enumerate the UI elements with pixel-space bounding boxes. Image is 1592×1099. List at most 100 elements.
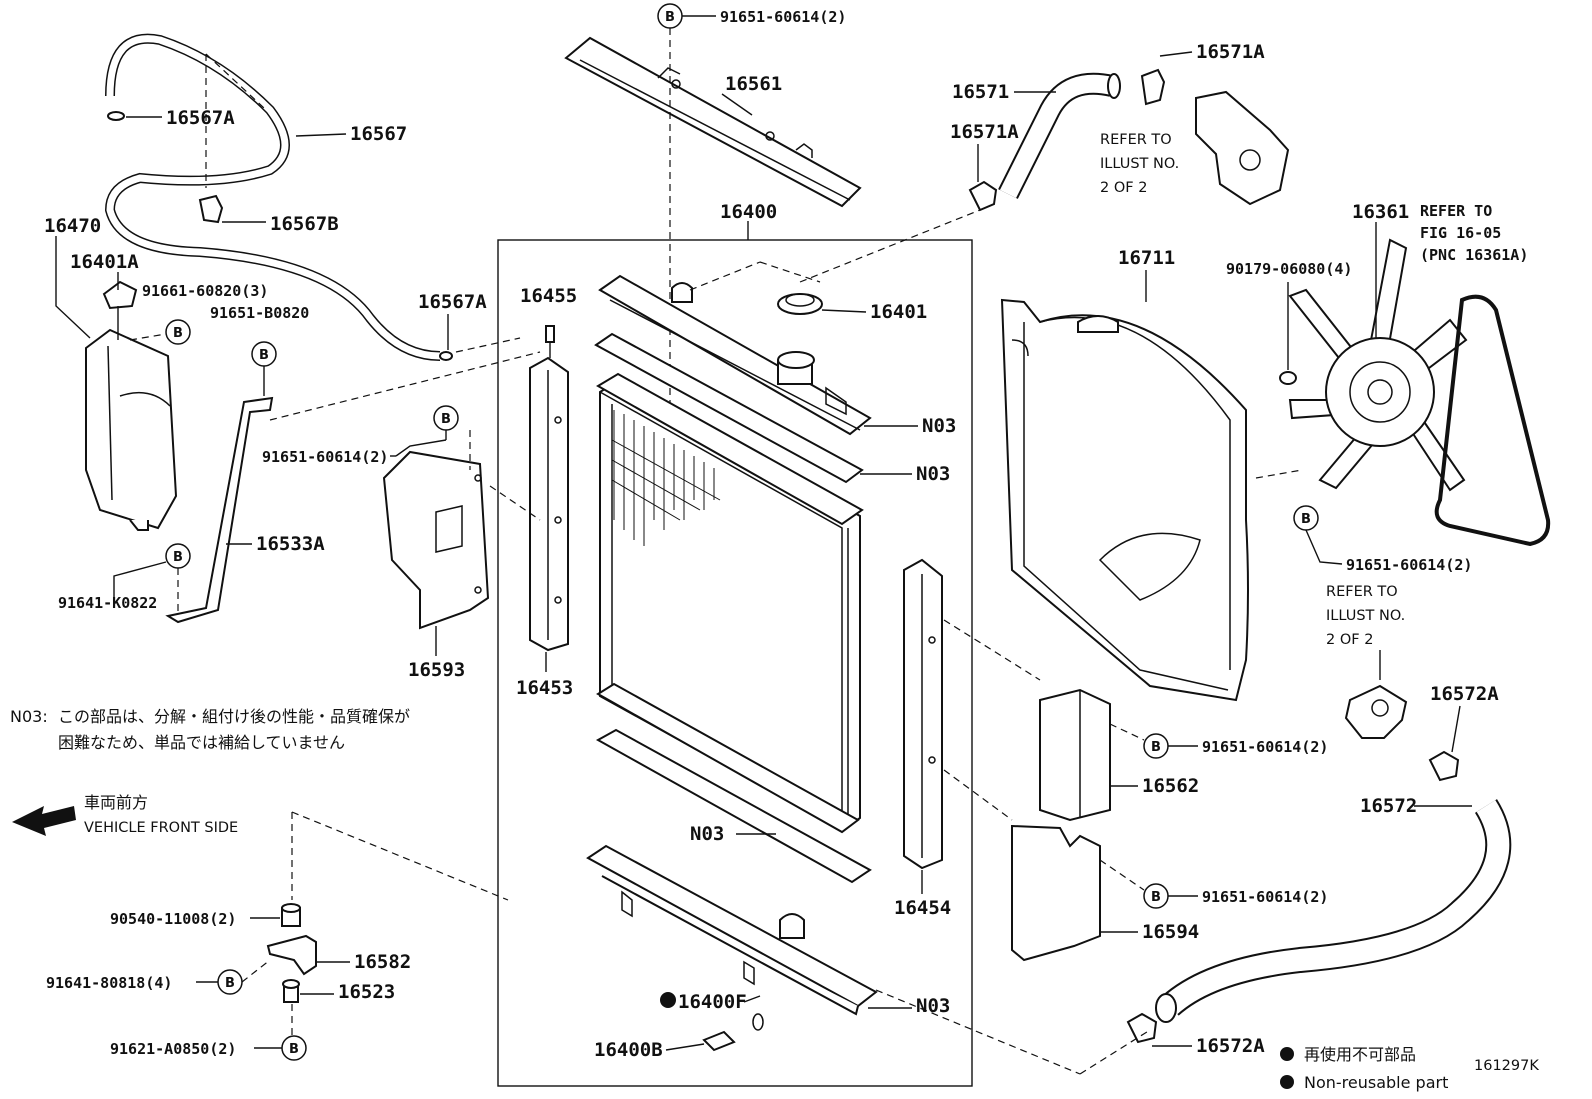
part-91661-60820[interactable]: 91661-60820(3): [142, 282, 268, 300]
part-16361[interactable]: 16361: [1352, 201, 1409, 223]
part-16572[interactable]: 16572: [1360, 795, 1417, 817]
nonreusable-dot-16400F: [660, 992, 676, 1008]
part-90179-06080[interactable]: 90179-06080(4): [1226, 260, 1352, 278]
hose-clamp-16572A-top[interactable]: [1428, 750, 1460, 782]
fan-shroud-16711[interactable]: [1000, 298, 1249, 702]
part-16401[interactable]: 16401: [870, 301, 927, 323]
bolt-16523[interactable]: [282, 979, 300, 1003]
svg-text:B: B: [1151, 890, 1161, 905]
legend-jp: 再使用不可部品: [1304, 1045, 1416, 1064]
radiator-support-16561[interactable]: [564, 36, 862, 208]
illust-no-1: ILLUST NO.: [1100, 156, 1179, 172]
side-bracket-16453[interactable]: [529, 356, 569, 652]
part-16470[interactable]: 16470: [44, 215, 101, 237]
part-91651-60614-right[interactable]: 91651-60614(2): [1346, 556, 1472, 574]
core-fins: [611, 410, 721, 546]
part-91651-60614-left[interactable]: 91651-60614(2): [262, 448, 388, 466]
direction-jp: 車両前方: [84, 793, 148, 812]
two-of-two-1: 2 OF 2: [1100, 180, 1147, 196]
side-bracket-16454[interactable]: [903, 558, 943, 870]
refer-to-2: REFER TO: [1326, 584, 1398, 600]
n03-label-1[interactable]: N03: [922, 415, 956, 437]
part-16401A[interactable]: 16401A: [70, 251, 139, 273]
note-n03-line2: 困難なため、単品では補給していません: [58, 733, 345, 752]
part-91651-B0820[interactable]: 91651-B0820: [210, 304, 309, 322]
fig-ref: FIG 16-05: [1420, 224, 1501, 242]
part-91641-K0822[interactable]: 91641-K0822: [58, 594, 157, 612]
svg-text:B: B: [665, 10, 675, 25]
part-16400F[interactable]: 16400F: [678, 991, 747, 1013]
part-16561[interactable]: 16561: [725, 73, 782, 95]
part-16400B[interactable]: 16400B: [594, 1039, 663, 1061]
part-16711[interactable]: 16711: [1118, 247, 1175, 269]
hose-clamp-16572A-bot[interactable]: [1126, 1012, 1158, 1044]
part-90540-11008[interactable]: 90540-11008(2): [110, 910, 236, 928]
n03-label-4[interactable]: N03: [916, 995, 950, 1017]
part-91651-60614-594[interactable]: 91651-60614(2): [1202, 888, 1328, 906]
part-16455[interactable]: 16455: [520, 285, 577, 307]
part-16562[interactable]: 16562: [1142, 775, 1199, 797]
bolt-symbol: B: [433, 405, 459, 431]
bracket-16582[interactable]: [266, 934, 317, 976]
seal-16562[interactable]: [1039, 688, 1111, 822]
bolt-symbol: B: [165, 543, 191, 569]
part-16593[interactable]: 16593: [408, 659, 465, 681]
bolt-symbol: B: [281, 1035, 307, 1061]
part-16582[interactable]: 16582: [354, 951, 411, 973]
part-16400[interactable]: 16400: [720, 201, 777, 223]
radiator-cap-16401[interactable]: [777, 293, 823, 315]
air-guide-16593[interactable]: [382, 450, 490, 630]
note-n03-code: N03:: [10, 707, 48, 726]
bolt-symbol: B: [1143, 733, 1169, 759]
part-16571[interactable]: 16571: [952, 81, 1009, 103]
drain-cock-16400B[interactable]: [702, 1013, 764, 1052]
reservoir-tank-16470[interactable]: [85, 328, 178, 531]
hose-clamp-16571A-top[interactable]: [1140, 68, 1166, 106]
part-16594[interactable]: 16594: [1142, 921, 1199, 943]
part-16571A-mid[interactable]: 16571A: [950, 121, 1019, 143]
seal-16594[interactable]: [1011, 824, 1101, 962]
fan-16361[interactable]: [1288, 238, 1468, 492]
bolt-symbol: B: [1293, 505, 1319, 531]
upper-tank[interactable]: [594, 274, 872, 484]
part-16567B[interactable]: 16567B: [270, 213, 339, 235]
part-16453[interactable]: 16453: [516, 677, 573, 699]
clip-16567A-mid[interactable]: [439, 351, 453, 361]
part-91621-A0850[interactable]: 91621-A0850(2): [110, 1040, 236, 1058]
stay-16533A[interactable]: [165, 396, 274, 624]
part-16567A-top[interactable]: 16567A: [166, 107, 235, 129]
lower-tank[interactable]: [586, 844, 878, 1016]
reservoir-cap-16401A[interactable]: [102, 280, 138, 310]
water-inlet[interactable]: [1344, 684, 1408, 739]
part-16567A-mid[interactable]: 16567A: [418, 291, 487, 313]
part-91651-60614-562[interactable]: 91651-60614(2): [1202, 738, 1328, 756]
water-outlet[interactable]: [1195, 90, 1290, 206]
screw-16455[interactable]: [545, 325, 555, 358]
n03-label-2[interactable]: N03: [916, 463, 950, 485]
v-belt[interactable]: [1434, 294, 1551, 547]
svg-text:B: B: [259, 348, 269, 363]
part-91651-60614-top[interactable]: 91651-60614(2): [720, 8, 846, 26]
part-16523[interactable]: 16523: [338, 981, 395, 1003]
legend-dot-1: [1280, 1047, 1294, 1061]
bolt-symbol: B: [251, 341, 277, 367]
part-91641-80818[interactable]: 91641-80818(4): [46, 974, 172, 992]
legend-dot-2: [1280, 1075, 1294, 1089]
clip-16567A-top[interactable]: [107, 111, 125, 121]
figure-id: 161297K: [1474, 1058, 1539, 1074]
radiator-core[interactable]: [596, 372, 864, 834]
n03-label-3[interactable]: N03: [690, 823, 724, 845]
svg-text:B: B: [1151, 740, 1161, 755]
part-16454[interactable]: 16454: [894, 897, 951, 919]
svg-text:B: B: [1301, 512, 1311, 527]
clip-16567B[interactable]: [198, 194, 224, 224]
part-16567[interactable]: 16567: [350, 123, 407, 145]
cushion-90540[interactable]: [281, 903, 301, 927]
part-16572A-bot[interactable]: 16572A: [1196, 1035, 1265, 1057]
svg-text:B: B: [441, 412, 451, 427]
part-16533A[interactable]: 16533A: [256, 533, 325, 555]
hose-clamp-16571A-mid[interactable]: [968, 180, 998, 212]
part-16571A-top[interactable]: 16571A: [1196, 41, 1265, 63]
part-16572A-top[interactable]: 16572A: [1430, 683, 1499, 705]
nut-90179[interactable]: [1279, 371, 1297, 385]
